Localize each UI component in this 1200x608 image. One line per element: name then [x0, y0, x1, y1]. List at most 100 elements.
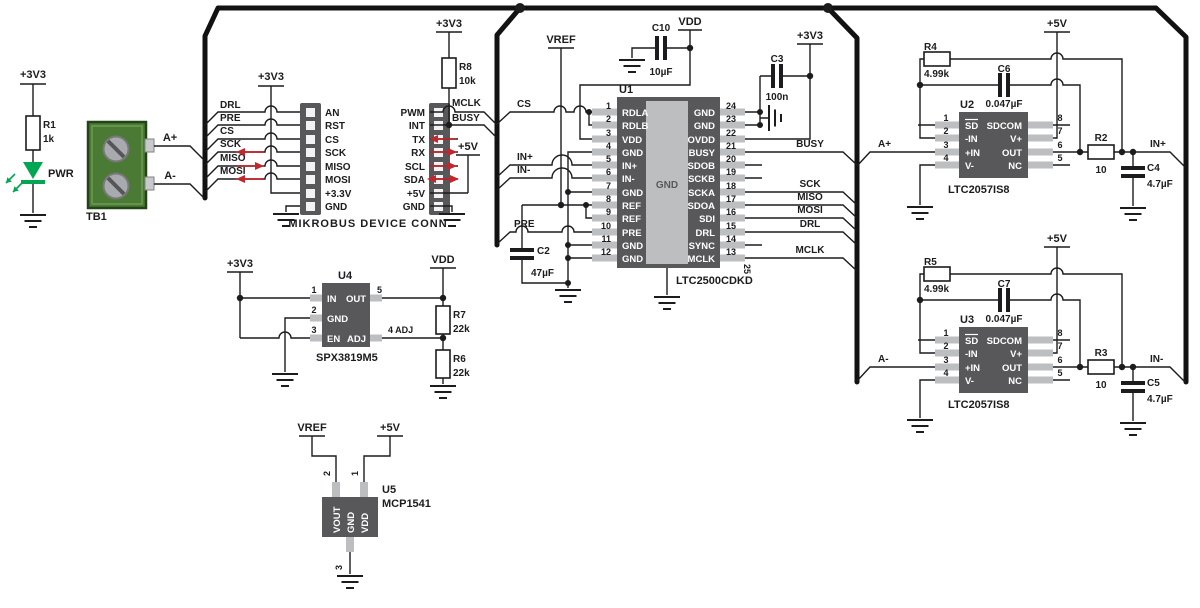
sig-busy: BUSY: [452, 113, 480, 124]
u1-ref: U1: [619, 84, 633, 96]
pin-name: GND: [403, 202, 425, 213]
pin-name: PWM: [401, 108, 425, 119]
net-pre: PRE: [514, 219, 535, 230]
adc-u1-section: CS IN+ IN- PRE VREF C2 47µF VDD C10 10µF…: [496, 16, 858, 310]
pin-number: 23: [726, 114, 736, 124]
u4-part: SPX3819M5: [316, 352, 378, 364]
pin-name: REF: [622, 214, 641, 225]
header-socket-right[interactable]: [429, 103, 450, 215]
capacitor-c7: [998, 288, 1010, 312]
sig-mosi: MOSI: [220, 166, 246, 177]
u2-part: LTC2057IS8: [948, 184, 1010, 196]
ground-u3: [906, 419, 934, 433]
chip-u4[interactable]: [310, 283, 382, 347]
pin-number: 2: [322, 471, 332, 476]
pin-name: SDOB: [688, 161, 716, 172]
pin-name: +IN: [965, 363, 980, 374]
pin-name: OVDD: [688, 135, 716, 146]
c10-value: 10µF: [650, 67, 673, 78]
pin-name: V-: [965, 376, 974, 387]
pin-name: RX: [411, 148, 425, 159]
pin-name: VOUT: [332, 506, 343, 533]
pin-number: 7: [606, 181, 611, 191]
pin-number: 8: [1057, 113, 1062, 123]
chip-u5[interactable]: [322, 482, 378, 552]
pin-name: GND: [325, 202, 347, 213]
pin-number: 3: [606, 128, 611, 138]
u5-part: MCP1541: [382, 498, 431, 510]
pin-name: MISO: [325, 162, 351, 173]
r1-ref: R1: [43, 120, 56, 131]
pin-name: NC: [1008, 376, 1022, 387]
chip-u2[interactable]: [935, 112, 1053, 178]
pin-number: 6: [1057, 140, 1062, 150]
c6-value: 0.047µF: [986, 99, 1023, 110]
pin-number: 6: [606, 167, 611, 177]
pin-name: ADJ: [347, 334, 366, 345]
net-mosi: MOSI: [797, 205, 823, 216]
c7-ref: C7: [998, 279, 1011, 290]
ground-c3: [768, 104, 782, 132]
pin-number: 8: [606, 194, 611, 204]
pin-number: 5: [606, 154, 611, 164]
pin-name: OUT: [1002, 148, 1022, 159]
net-a-minus-u3: A-: [878, 354, 889, 365]
capacitor-c4: [1121, 166, 1145, 178]
net-drl: DRL: [800, 219, 821, 230]
r6-ref: R6: [453, 354, 466, 365]
pin-number: 20: [726, 154, 736, 164]
ground-c10: [618, 59, 646, 73]
pin-number: 4 ADJ: [388, 325, 413, 335]
section-bus: [202, 3, 1189, 385]
r7-value: 22k: [453, 324, 470, 335]
pin-name: GND: [622, 148, 643, 159]
resistor-r5: [923, 266, 951, 282]
pin-name: SCK: [325, 148, 347, 159]
rail-5v-u5: +5V: [380, 422, 401, 434]
c2-ref: C2: [537, 246, 550, 257]
r5-ref: R5: [924, 257, 937, 268]
u4-ref: U4: [338, 270, 353, 282]
resistor-r4: [923, 51, 951, 67]
u1-pad-pin: 25: [742, 264, 752, 274]
c10-ref: C10: [652, 23, 671, 34]
rail-3v3-r8: +3V3: [436, 18, 462, 30]
u1-part: LTC2500CDKD: [676, 275, 753, 287]
r8-value: 10k: [459, 76, 476, 87]
ground-r6: [429, 385, 457, 399]
rail-5v-u3: +5V: [1047, 233, 1068, 245]
sig-sck: SCK: [220, 139, 242, 150]
u3-part: LTC2057IS8: [948, 399, 1010, 411]
r4-ref: R4: [924, 42, 937, 53]
u3-ref: U3: [960, 314, 974, 326]
pin-name: RST: [325, 121, 345, 132]
pin-name: V-: [965, 161, 974, 172]
pin-name: +3.3V: [325, 189, 352, 200]
pin-number: 22: [726, 128, 736, 138]
ground-u1-left: [554, 289, 582, 303]
resistor-r8: [441, 57, 457, 89]
chip-u3[interactable]: [935, 327, 1053, 393]
header-socket-left[interactable]: [300, 103, 321, 215]
pin-name: AN: [325, 108, 339, 119]
net-in-minus-out: IN-: [1150, 354, 1163, 365]
pin-name-sd: SD: [965, 121, 978, 132]
pin-number: 16: [726, 207, 736, 217]
pin-number: 1: [311, 285, 316, 295]
pin-name: GND: [622, 241, 643, 252]
resistor-r2: [1087, 144, 1115, 160]
pin-name: -IN: [965, 349, 978, 360]
c3-ref: C3: [771, 54, 784, 65]
rail-vref: VREF: [546, 34, 576, 46]
pin-number: 5: [1057, 153, 1062, 163]
pin-number: 1: [943, 113, 948, 123]
pin-name: IN-: [622, 174, 635, 185]
capacitor-c2: [510, 248, 534, 260]
chip-u1[interactable]: GND: [592, 97, 745, 268]
pin-name: CS: [325, 135, 339, 146]
ldo-u4-section: +3V3 VDD R7 22k R6 22k U4 SPX3819M5 1 2 …: [227, 254, 470, 399]
connector-title: MIKROBUS DEVICE CONN: [288, 218, 447, 230]
pin-number: 10: [601, 221, 611, 231]
net-mclk: MCLK: [796, 245, 826, 256]
